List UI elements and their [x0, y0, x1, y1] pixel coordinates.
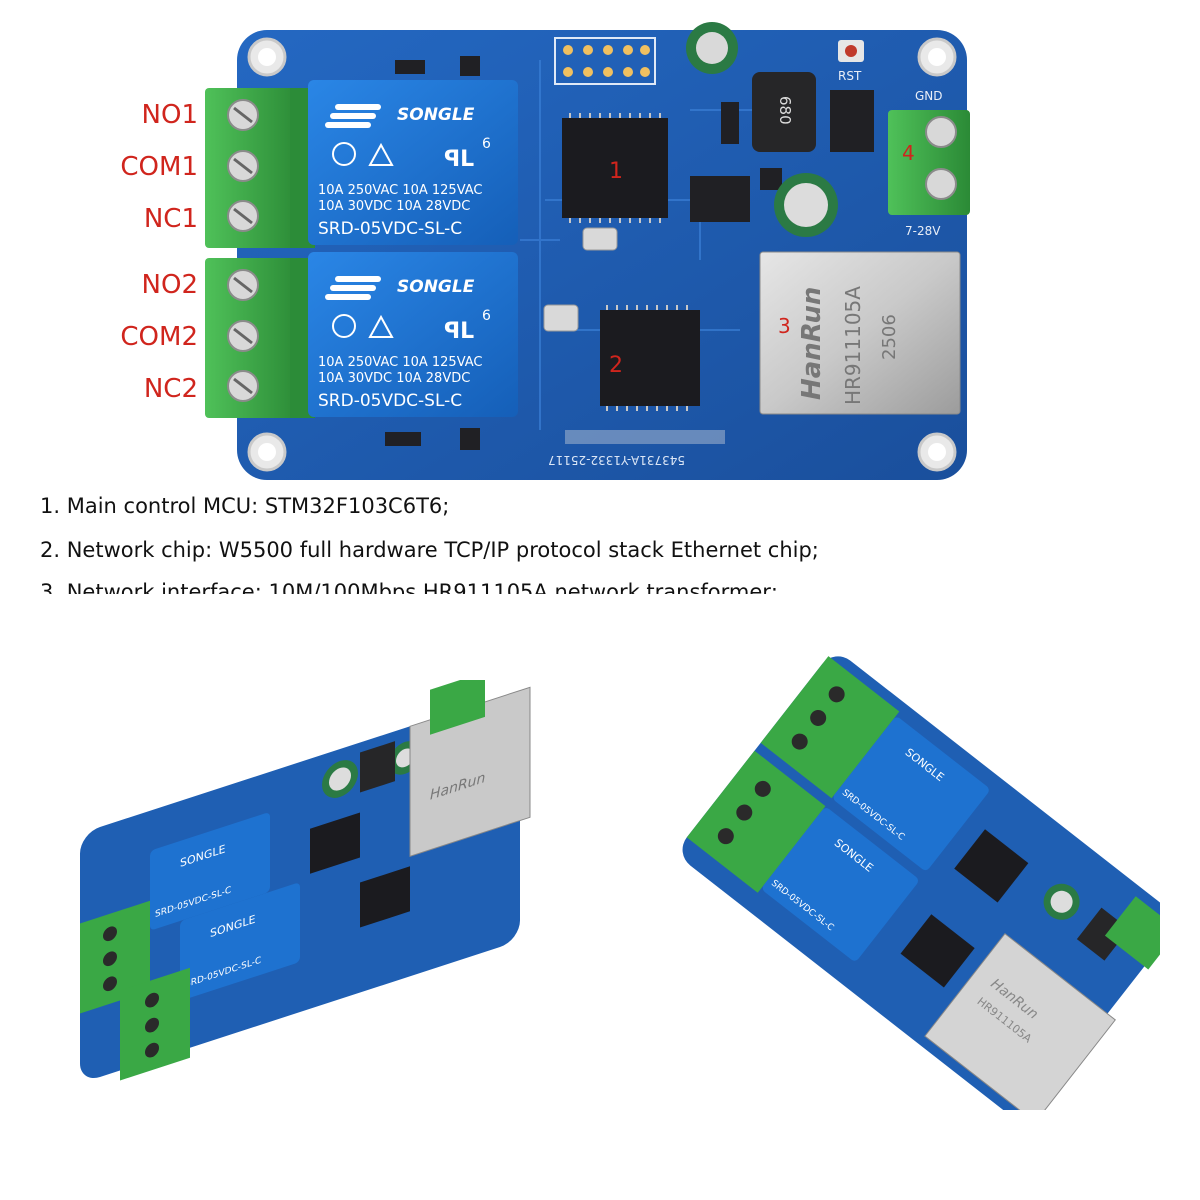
mcu-chip: 1 [562, 113, 668, 223]
label-com1: COM1 [120, 152, 198, 182]
relay-2-rating-1: 10A 250VAC 10A 125VAC [318, 355, 483, 370]
relay-2-brand: SONGLE [397, 277, 475, 297]
terminal-block-2 [205, 258, 315, 418]
description-2: 2. Network chip: W5500 full hardware TCP… [40, 538, 819, 562]
svg-text:HanRun: HanRun [797, 287, 827, 400]
svg-text:HR911105A: HR911105A [841, 286, 865, 405]
voltage-label: 7-28V [905, 224, 941, 238]
relay-2-rating-2: 10A 30VDC 10A 28VDC [318, 371, 470, 386]
terminal-block-1 [205, 88, 315, 248]
pin-header [554, 37, 656, 85]
callout-2: 2 [609, 353, 623, 378]
smd-parts [385, 56, 874, 450]
mounting-holes [247, 37, 957, 472]
crystal-2 [582, 227, 618, 251]
svg-text:680: 680 [776, 96, 794, 125]
board-angle-view-right: SONGLE SONGLE SRD-05VDC-SL-C SRD-05VDC-S… [682, 656, 1160, 1110]
ethernet-jack: 3 HanRun HR911105A 2506 [759, 251, 961, 415]
relay-1-model: SRD-05VDC-SL-C [318, 219, 462, 239]
inductor: 680 [752, 72, 816, 152]
description-1: 1. Main control MCU: STM32F103C6T6; [40, 494, 450, 518]
svg-text:2506: 2506 [879, 314, 900, 360]
relay-1-pin-count: 6 [482, 136, 491, 152]
relay-2-pin-count: 6 [482, 308, 491, 324]
reset-button[interactable] [838, 40, 864, 62]
relay-1-brand: SONGLE [397, 105, 475, 125]
label-nc2: NC2 [143, 374, 198, 404]
svg-text:ꟼL: ꟼL [444, 319, 474, 344]
ethernet-chip: 2 [600, 305, 700, 411]
power-terminal: 4 [888, 110, 970, 215]
electrolytic-capacitor [774, 173, 838, 237]
relay-2-model: SRD-05VDC-SL-C [318, 391, 462, 411]
callout-1: 1 [609, 159, 623, 184]
svg-text:ꟼL: ꟼL [444, 147, 474, 172]
rst-label: RST [838, 69, 862, 83]
label-nc1: NC1 [143, 204, 198, 234]
description-3-clip: 3. Network interface: 10M/100Mbps HR9111… [0, 566, 1200, 594]
relay-2: SONGLE 6 ꟼL 10A 250VAC 10A 125VAC 10A 30… [308, 252, 518, 417]
callout-4: 4 [902, 141, 915, 165]
description-3: 3. Network interface: 10M/100Mbps HR9111… [40, 580, 778, 594]
label-no2: NO2 [141, 270, 198, 300]
crystal [543, 304, 579, 332]
relay-1: SONGLE 6 ꟼL 10A 250VAC 10A 125VAC 10A 30… [308, 80, 518, 245]
main-board-photo: SONGLE 6 ꟼL 10A 250VAC 10A 125VAC 10A 30… [205, 22, 970, 480]
relay-1-rating-2: 10A 30VDC 10A 28VDC [318, 199, 470, 214]
gnd-label: GND [915, 89, 943, 103]
edge-pins [565, 430, 725, 444]
electrolytic-capacitor-top [686, 22, 738, 74]
board-angle-view-left: SONGLE SONGLE SRD-05VDC-SL-C SRD-05VDC-S… [80, 680, 531, 1081]
relay-1-rating-1: 10A 250VAC 10A 125VAC [318, 183, 483, 198]
label-com2: COM2 [120, 322, 198, 352]
callout-3: 3 [778, 314, 791, 338]
part-number: 543731A-Y1332-25117 [548, 453, 685, 467]
label-no1: NO1 [141, 100, 198, 130]
